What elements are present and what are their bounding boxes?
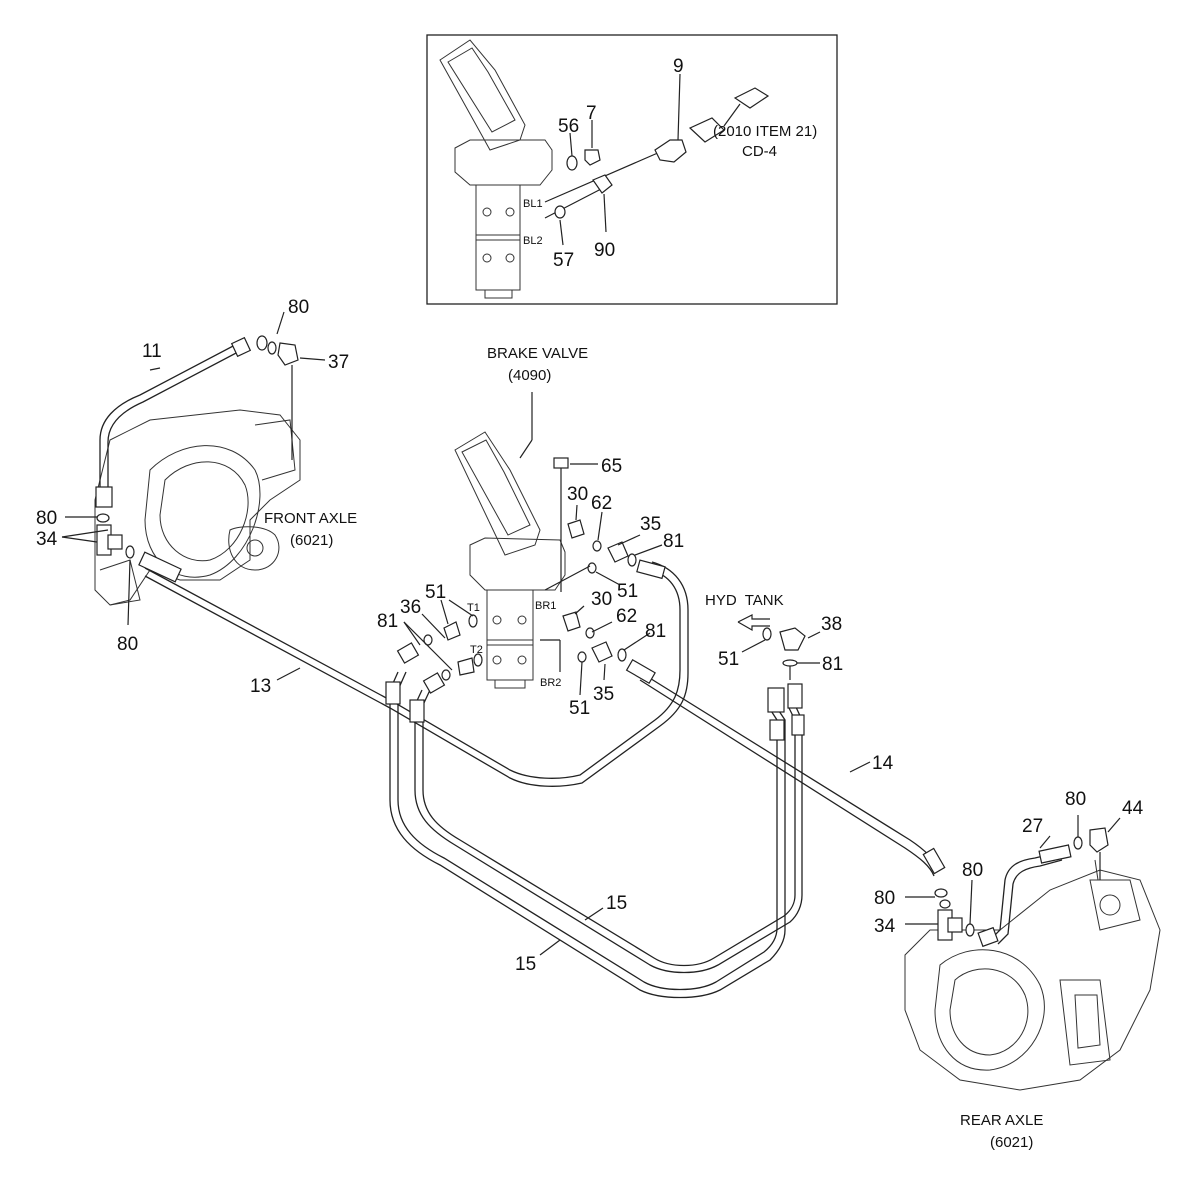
callout-38: 38 <box>821 614 842 635</box>
callout-36: 36 <box>400 597 421 618</box>
callout-27: 27 <box>1022 816 1043 837</box>
rear-axle-code: (6021) <box>990 1134 1033 1151</box>
callout-80-rear-a: 80 <box>962 860 983 881</box>
callout-80-rear-b: 80 <box>874 888 895 909</box>
hose-14-edge <box>639 679 935 877</box>
connector-part <box>688 117 725 143</box>
callout-30-lower: 30 <box>591 589 612 610</box>
callout-56: 56 <box>558 116 579 137</box>
port-br2: BR2 <box>540 677 561 689</box>
hose-11-edge <box>107 349 249 487</box>
port-t1: T1 <box>467 602 480 614</box>
hyd-tank-label: HYD TANK <box>705 592 784 609</box>
callout-14: 14 <box>872 753 894 774</box>
inset-ref-page: CD-4 <box>742 143 777 160</box>
rear-axle-name: REAR AXLE <box>960 1112 1043 1129</box>
callout-80-bottom-left: 80 <box>117 634 138 655</box>
hose-11 <box>99 342 246 487</box>
sensor-part <box>654 139 687 163</box>
callout-35-lower: 35 <box>593 684 614 705</box>
fitting-35-upper <box>607 541 629 563</box>
callout-35-upper: 35 <box>640 514 661 535</box>
elbow-44 <box>1089 827 1109 853</box>
rear-axle-drawing <box>904 859 1161 1091</box>
switch-30-lower <box>562 611 581 632</box>
callout-34-rear: 34 <box>874 916 896 937</box>
switch-part <box>584 149 601 166</box>
callout-81-left: 81 <box>377 611 398 632</box>
callout-81-upper: 81 <box>663 531 684 552</box>
callout-44: 44 <box>1122 798 1144 819</box>
bl1-label: BL1 <box>523 198 543 210</box>
front-axle-name: FRONT AXLE <box>264 510 357 527</box>
hyd-tank-arrow <box>737 614 770 623</box>
callout-51-upper: 51 <box>617 581 638 602</box>
bl2-label: BL2 <box>523 235 543 247</box>
plug-part <box>733 87 770 109</box>
callout-15-lower: 15 <box>515 954 536 975</box>
hose-15-inner <box>414 689 803 974</box>
hose-13 <box>144 567 681 779</box>
callout-51-tank: 51 <box>718 649 739 670</box>
fitting-part <box>592 174 613 194</box>
callout-34-left: 34 <box>36 529 58 550</box>
switch-30-upper <box>567 519 585 539</box>
callout-80-left: 80 <box>36 508 57 529</box>
bolt-65 <box>553 457 569 469</box>
elbow-38 <box>779 627 806 651</box>
callout-9: 9 <box>673 56 684 77</box>
inset-ref-item: (2010 ITEM 21) <box>713 123 817 140</box>
port-t2: T2 <box>470 644 483 656</box>
inset-detail: BL1 BL2 56 7 9 57 90 (2010 ITEM 21) CD-4 <box>426 34 838 305</box>
brake-valve-name: BRAKE VALVE <box>487 345 588 362</box>
fitting-35-lower <box>591 641 613 663</box>
brake-valve-code: (4090) <box>508 367 551 384</box>
callout-90: 90 <box>594 240 615 261</box>
hose-27 <box>989 851 1061 941</box>
callout-62-upper: 62 <box>591 493 612 514</box>
callout-51-lower: 51 <box>569 698 590 719</box>
callout-51-left: 51 <box>425 582 446 603</box>
callout-80-top: 80 <box>288 297 309 318</box>
port-br1: BR1 <box>535 600 556 612</box>
callout-62-lower: 62 <box>616 606 637 627</box>
washer-part <box>554 205 566 219</box>
callout-11: 11 <box>142 341 162 362</box>
callout-7: 7 <box>586 103 597 124</box>
callout-81-tank: 81 <box>822 654 843 675</box>
front-axle-drawing <box>94 409 301 606</box>
hose-15-outer <box>389 671 786 999</box>
callout-81-lower: 81 <box>645 621 666 642</box>
washer-part <box>566 155 578 171</box>
callout-57: 57 <box>553 250 574 271</box>
hose-13-edge <box>144 561 689 787</box>
elbow-37 <box>277 342 299 366</box>
callout-80-rear-top: 80 <box>1065 789 1086 810</box>
callout-37: 37 <box>328 352 349 373</box>
callout-13: 13 <box>250 676 271 697</box>
inset-leader <box>544 187 604 219</box>
brake-valve-drawing <box>454 431 566 689</box>
callout-65: 65 <box>601 456 622 477</box>
inset-pedal <box>439 39 553 299</box>
inset-frame <box>426 34 838 305</box>
callout-30-upper: 30 <box>567 484 588 505</box>
callout-15-upper: 15 <box>606 893 627 914</box>
front-axle-code: (6021) <box>290 532 333 549</box>
